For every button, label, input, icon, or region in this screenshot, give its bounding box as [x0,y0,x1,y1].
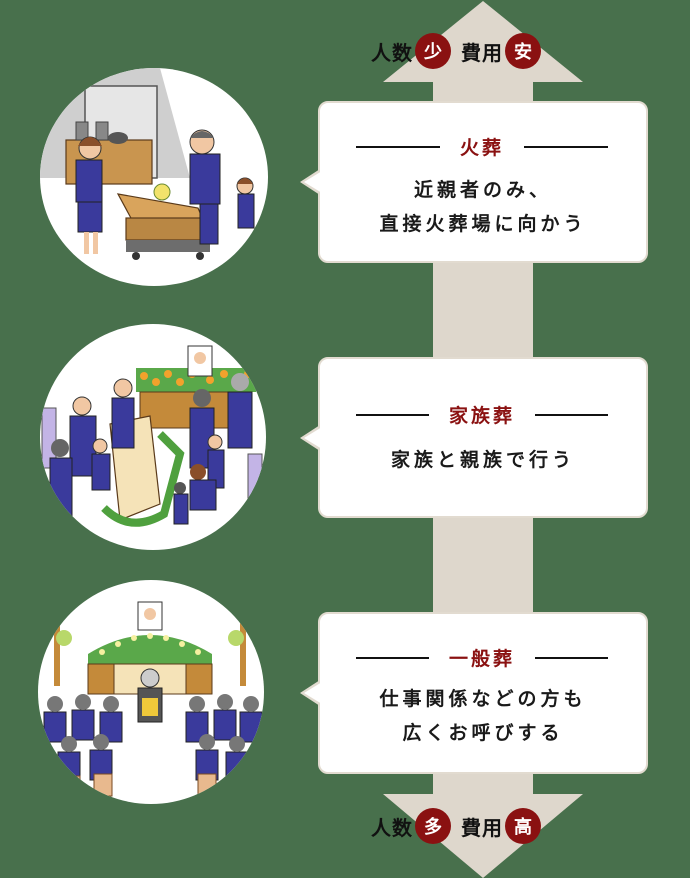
people-label: 人数 [371,815,413,840]
card-title-row: 一般葬 [356,644,609,671]
divider-line [535,656,609,659]
card-title: 家族葬 [449,405,516,427]
arrow-down-icon [383,794,583,878]
general-funeral-illustration [38,580,264,804]
people-badge-many: 多 [415,808,451,844]
card-title: 一般葬 [449,648,516,670]
description-line-1: 仕事関係などの方も [379,688,587,710]
description-line-2: 広くお呼びする [402,722,564,744]
card-description: 近親者のみ、 直接火葬場に向かう [320,173,646,241]
cremation-illustration [40,68,268,286]
scale-label-top: 人数 少 費用 安 [371,31,591,71]
cost-label: 費用 [461,40,503,65]
people-label: 人数 [371,40,413,65]
card-title-row: 火葬 [356,133,609,160]
general-funeral-card: 一般葬 仕事関係などの方も 広くお呼びする [300,612,648,774]
cost-label: 費用 [461,815,503,840]
divider-line [356,145,440,148]
description-line-1: 近親者のみ、 [413,179,552,201]
scale-label-bottom: 人数 多 費用 高 [371,806,591,846]
cost-badge-high: 高 [505,808,541,844]
family-funeral-card: 家族葬 家族と親族で行う [300,357,648,518]
description-line-2: 直接火葬場に向かう [379,213,587,235]
card-title: 火葬 [460,137,505,159]
card-title-row: 家族葬 [356,401,609,428]
card-description: 仕事関係などの方も 広くお呼びする [320,682,646,750]
family-funeral-illustration [40,324,266,550]
cremation-card: 火葬 近親者のみ、 直接火葬場に向かう [300,101,648,263]
divider-line [356,413,429,416]
divider-line [535,413,609,416]
card-description: 家族と親族で行う [320,443,646,477]
divider-line [524,145,609,148]
description-line-1: 家族と親族で行う [390,449,575,471]
cost-badge-cheap: 安 [505,33,541,69]
divider-line [356,656,429,659]
people-badge-few: 少 [415,33,451,69]
